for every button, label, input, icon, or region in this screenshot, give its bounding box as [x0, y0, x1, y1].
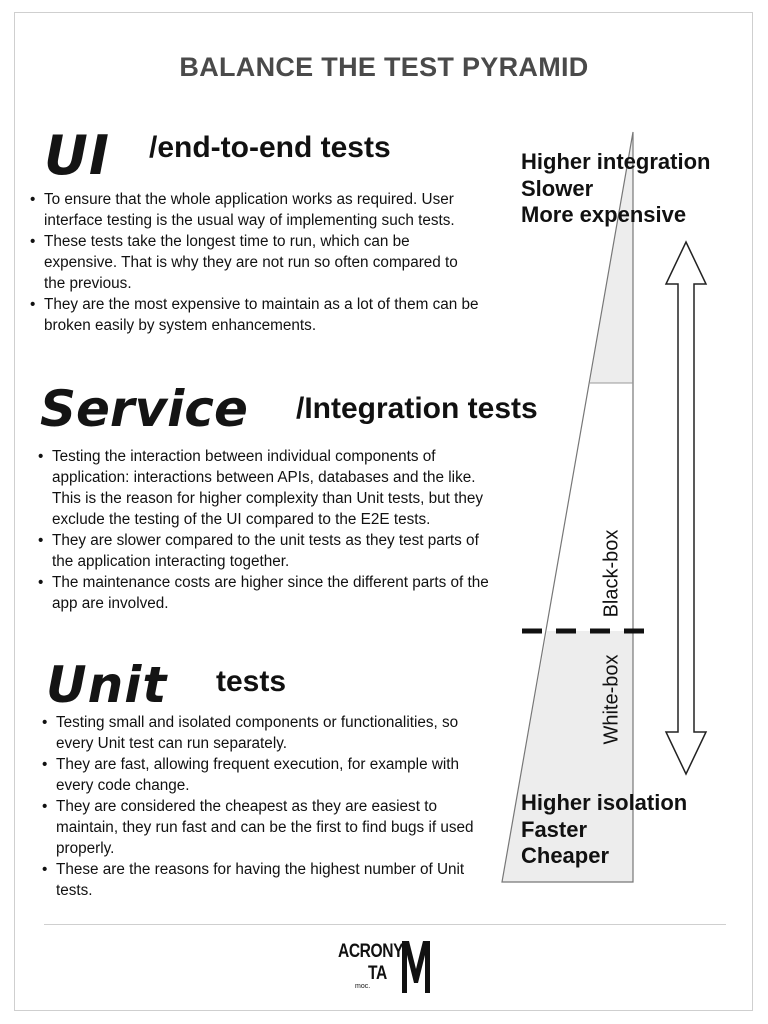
more-expensive-label: More expensive	[521, 202, 687, 227]
list-item: These are the reasons for having the hig…	[42, 859, 492, 901]
list-item: They are the most expensive to maintain …	[30, 294, 480, 336]
list-item: The maintenance costs are higher since t…	[38, 572, 490, 614]
ui-bullet-list: To ensure that the whole application wor…	[30, 189, 480, 336]
slower-label: Slower	[521, 175, 594, 201]
unit-subheading: tests	[216, 665, 287, 698]
page-title: BALANCE THE TEST PYRAMID	[179, 52, 589, 82]
black-box-label: Black-box	[600, 529, 623, 618]
pyramid-bottom-labels: Higher isolation Faster Cheaper	[521, 790, 687, 870]
list-item: To ensure that the whole application wor…	[30, 189, 480, 231]
service-bullet-list: Testing the interaction between individu…	[38, 446, 490, 614]
list-item: These tests take the longest time to run…	[30, 231, 480, 294]
service-subheading: /Integration tests	[296, 392, 538, 425]
higher-integration-label: Higher integration	[521, 149, 711, 174]
logo-small-text: moc.	[355, 983, 371, 990]
logo-line1: ACRONY	[338, 941, 404, 962]
ui-heading: UI	[44, 124, 110, 187]
footer-divider	[44, 924, 726, 925]
white-box-label: White-box	[600, 654, 623, 745]
cheaper-label: Cheaper	[521, 843, 610, 868]
unit-bullet-list: Testing small and isolated components or…	[42, 712, 492, 901]
double-headed-arrow-icon	[664, 240, 708, 776]
acronymtam-logo: ACRONY TA moc.	[338, 939, 434, 999]
higher-isolation-label: Higher isolation	[521, 790, 688, 815]
page-frame	[14, 12, 753, 1011]
faster-label: Faster	[521, 816, 588, 842]
pyramid-outline	[501, 131, 634, 883]
logo-big-m-icon	[402, 941, 430, 993]
list-item: They are fast, allowing frequent executi…	[42, 754, 492, 796]
service-heading: Service	[40, 380, 248, 438]
unit-heading: Unit	[46, 656, 168, 714]
list-item: Testing the interaction between individu…	[38, 446, 490, 530]
list-item: They are slower compared to the unit tes…	[38, 530, 490, 572]
pyramid-unit-layer	[502, 631, 633, 882]
list-item: Testing small and isolated components or…	[42, 712, 492, 754]
ui-subheading: /end-to-end tests	[149, 131, 391, 164]
logo-line2: TA	[368, 963, 387, 984]
pyramid-service-layer	[547, 383, 633, 631]
pyramid-top-labels: Higher integration Slower More expensive	[521, 149, 710, 229]
list-item: They are considered the cheapest as they…	[42, 796, 492, 859]
